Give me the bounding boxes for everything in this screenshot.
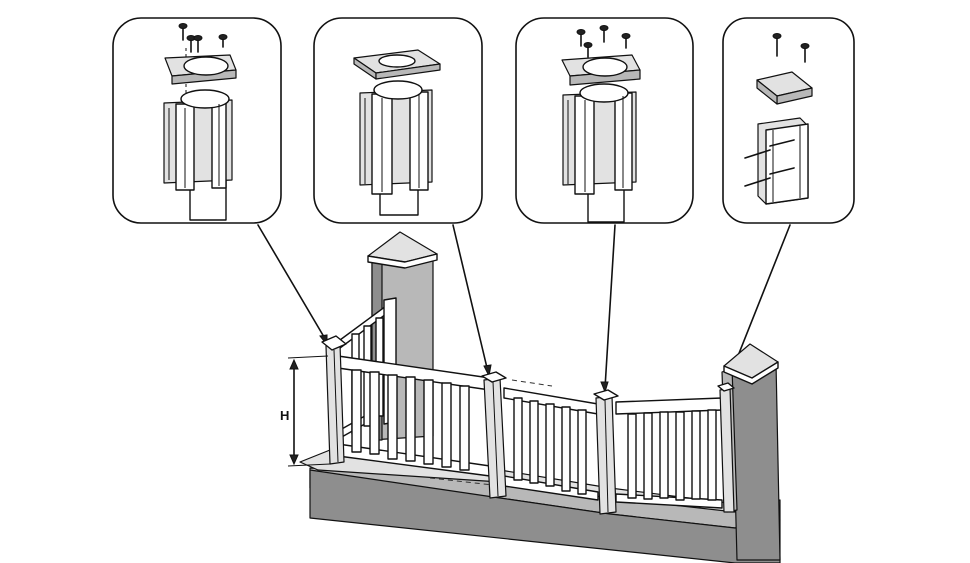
fence-post-3	[593, 389, 619, 515]
post-profile-icon	[562, 83, 637, 223]
post-profile-icon	[359, 80, 433, 216]
cap-plate-icon	[756, 71, 813, 105]
callout-1-frame	[112, 17, 282, 224]
callout-2-cap-plain	[313, 17, 483, 224]
baluster	[627, 409, 717, 501]
callout-4-frame	[722, 17, 855, 224]
wall-pillar	[721, 343, 781, 561]
cap-plate-icon	[561, 54, 641, 86]
leader-line-1	[257, 224, 328, 343]
height-dimension: H	[280, 355, 331, 467]
callout-3-cap-with-screws	[515, 17, 694, 224]
cap-plate-icon	[353, 49, 441, 80]
railing-section-3	[615, 397, 723, 509]
fence-post-4	[717, 382, 735, 513]
leader-line-3	[604, 224, 616, 389]
callout-4-wall-mount-cap	[722, 17, 855, 224]
wall-bracket-icon	[744, 117, 809, 205]
screw-icon	[772, 33, 810, 63]
screw-icon	[178, 23, 228, 53]
railing-section-1	[337, 355, 491, 477]
baluster	[351, 369, 470, 471]
callout-2-frame	[313, 17, 483, 224]
baluster	[513, 397, 587, 495]
post-profile-icon	[163, 89, 233, 221]
leader-line-2	[452, 224, 489, 373]
screw-icon	[576, 25, 631, 58]
callout-1-cap-with-screws	[112, 17, 282, 224]
cap-plate-icon	[164, 54, 237, 85]
fence-post-1	[321, 335, 347, 465]
height-label: H	[280, 408, 289, 423]
fence-post-2	[481, 371, 507, 499]
callout-3-frame	[515, 17, 694, 224]
railing-section-2	[503, 379, 599, 501]
